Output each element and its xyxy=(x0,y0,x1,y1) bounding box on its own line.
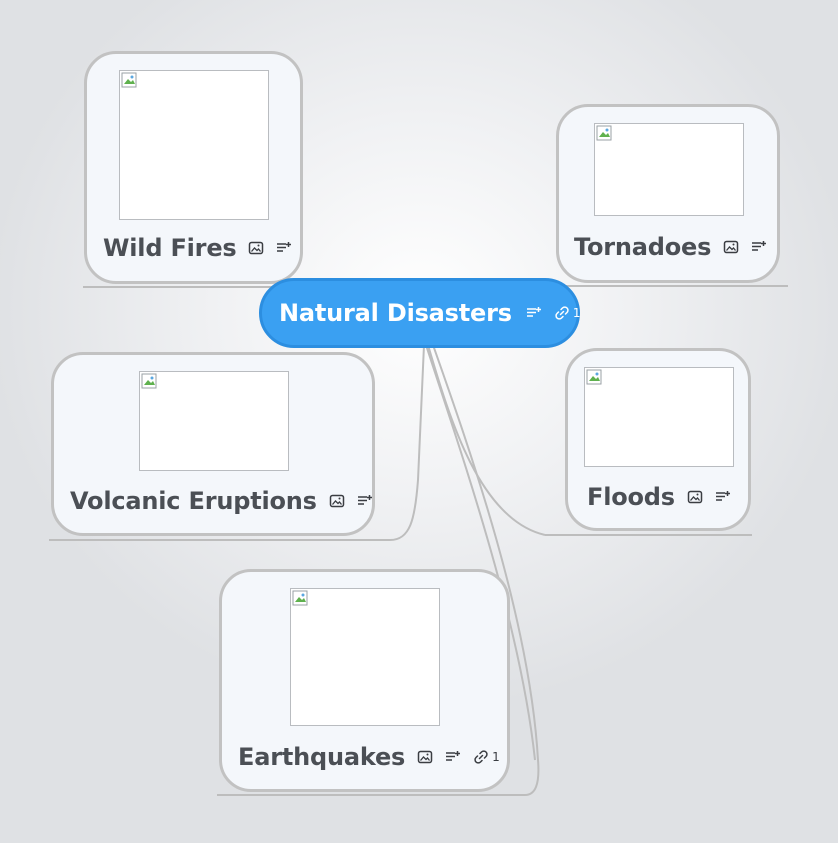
link-count: 1 xyxy=(572,306,581,320)
link-icon[interactable] xyxy=(554,305,570,321)
notes-icon[interactable] xyxy=(357,494,373,508)
link-icon[interactable] xyxy=(473,749,489,765)
notes-icon[interactable] xyxy=(715,490,731,504)
topic-wild-fires[interactable]: Wild Fires xyxy=(84,51,303,284)
broken-image-icon xyxy=(292,590,308,606)
link-count: 1 xyxy=(492,750,500,764)
notes-icon[interactable] xyxy=(526,306,542,320)
broken-image-icon xyxy=(586,369,602,385)
image-icon[interactable] xyxy=(329,494,345,508)
image-icon[interactable] xyxy=(687,490,703,504)
topic-title: Volcanic Eruptions xyxy=(70,487,317,515)
topic-volcanic-eruptions[interactable]: Volcanic Eruptions xyxy=(51,352,375,536)
topic-title: Wild Fires xyxy=(103,234,237,262)
topic-image xyxy=(594,123,744,216)
topic-title: Tornadoes xyxy=(574,233,712,261)
broken-image-icon xyxy=(141,373,157,389)
topic-title: Earthquakes xyxy=(238,743,406,771)
connector-underline-volcanic-eruptions xyxy=(49,344,425,541)
notes-icon[interactable] xyxy=(276,241,292,255)
notes-icon[interactable] xyxy=(751,240,767,254)
image-icon[interactable] xyxy=(417,750,433,764)
topic-tornadoes[interactable]: Tornadoes xyxy=(556,104,780,283)
topic-earthquakes[interactable]: Earthquakes 1 xyxy=(219,569,510,792)
topic-image xyxy=(290,588,440,726)
notes-icon[interactable] xyxy=(445,750,461,764)
topic-image xyxy=(584,367,734,467)
topic-title: Floods xyxy=(587,483,675,511)
topic-image xyxy=(139,371,289,471)
central-topic[interactable]: Natural Disasters 1 xyxy=(259,278,580,348)
topic-image xyxy=(119,70,269,220)
image-icon[interactable] xyxy=(248,241,264,255)
central-topic-title: Natural Disasters xyxy=(279,299,512,327)
connector-curve-floods xyxy=(427,344,546,536)
image-icon[interactable] xyxy=(723,240,739,254)
broken-image-icon xyxy=(121,72,137,88)
connector-underline-earthquakes xyxy=(217,344,540,796)
connector-curve-earthquakes-2 xyxy=(425,344,536,761)
broken-image-icon xyxy=(596,125,612,141)
topic-floods[interactable]: Floods xyxy=(565,348,751,531)
